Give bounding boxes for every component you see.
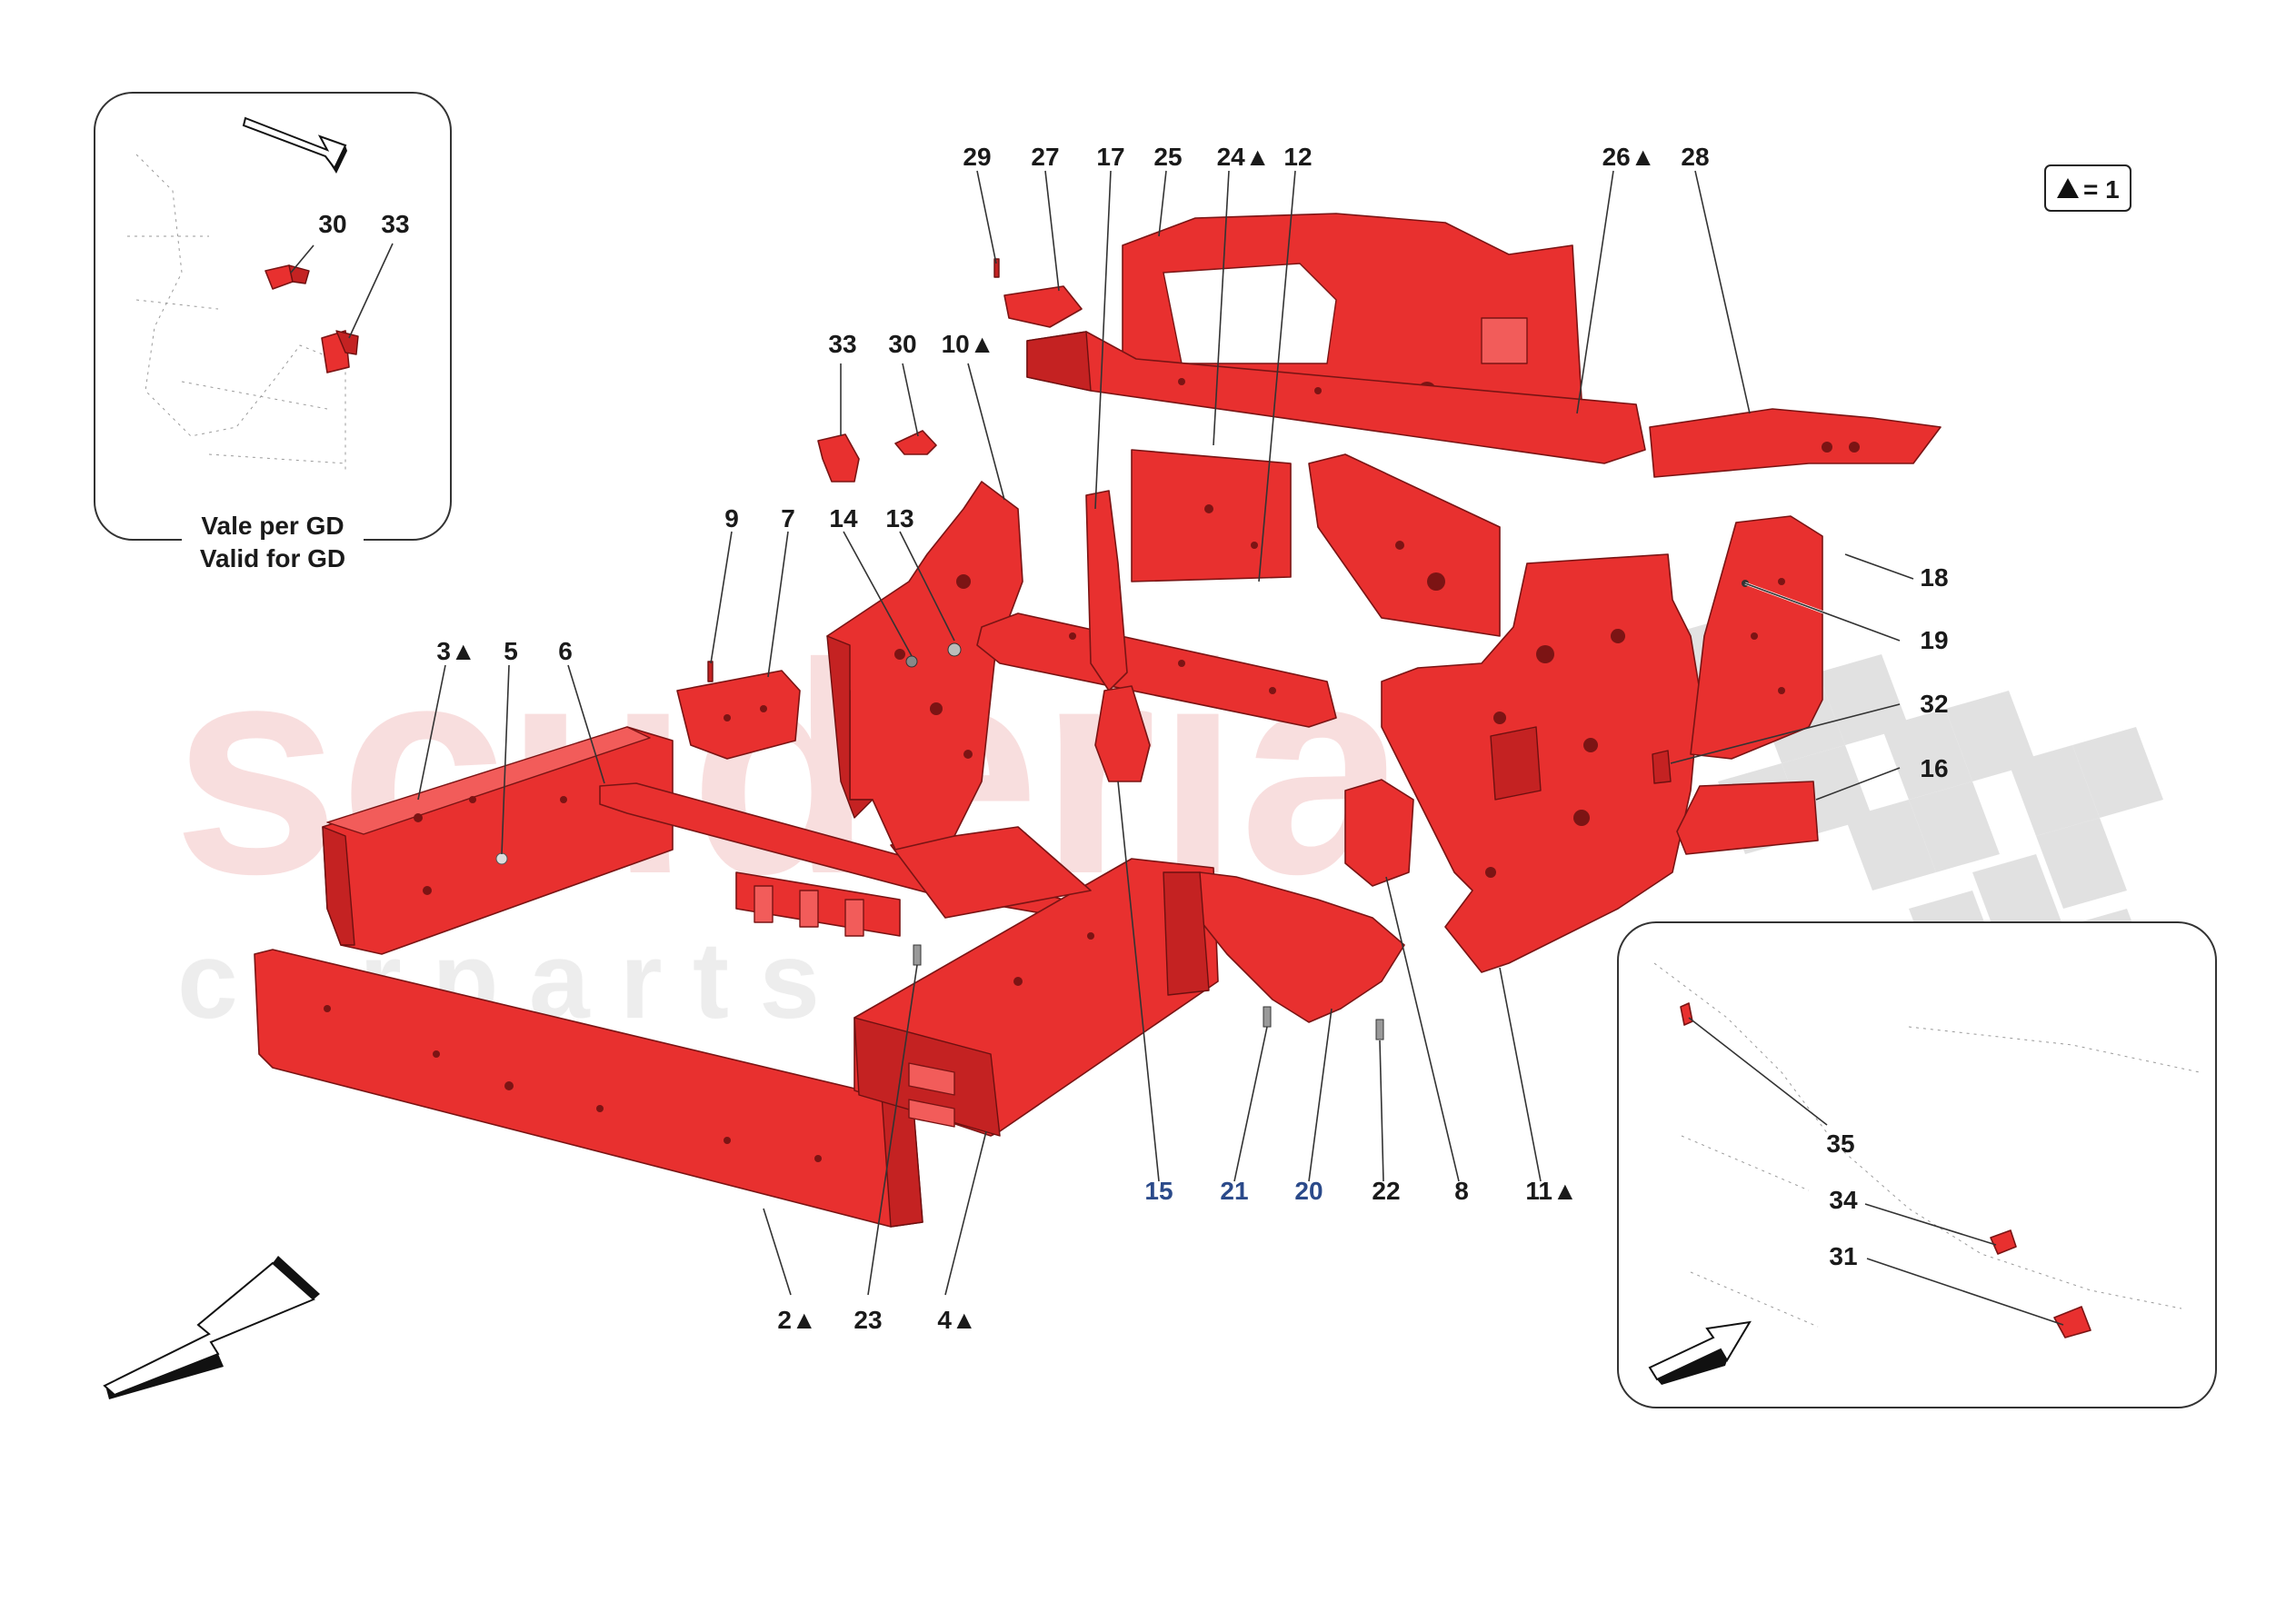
inset-label-35: 35: [1826, 1129, 1854, 1158]
inset-label-31: 31: [1829, 1242, 1857, 1270]
label-21: 21: [1220, 1177, 1248, 1205]
direction-arrow-icon: [103, 1256, 320, 1399]
label-24: 24▲: [1217, 143, 1271, 171]
label-6: 6: [558, 637, 573, 665]
inset-left: Vale per GD Valid for GD 30 33: [94, 92, 452, 572]
label-4: 4▲: [937, 1306, 976, 1334]
part-29-stud: [993, 258, 1000, 278]
label-29: 29: [963, 143, 991, 171]
legend-text: = 1: [2083, 175, 2120, 204]
label-32: 32: [1920, 690, 1948, 718]
label-2: 2▲: [777, 1306, 816, 1334]
triangle-icon: [2057, 178, 2079, 198]
part-24-panel: [1131, 449, 1292, 582]
part-2-bumper-beam: [254, 949, 923, 1228]
label-14: 14: [829, 504, 858, 532]
part-11-shock-tower-right: [1381, 553, 1701, 973]
inset-label-30: 30: [318, 210, 346, 238]
bracket-31: [2053, 1306, 2091, 1338]
label-7: 7: [781, 504, 795, 532]
label-5: 5: [504, 637, 518, 665]
label-18: 18: [1920, 563, 1948, 592]
part-16-panel: [1676, 781, 1819, 855]
label-15: 15: [1144, 1177, 1173, 1205]
part-27-bracket: [1003, 285, 1083, 328]
part-9-bolt: [707, 661, 714, 682]
label-3: 3▲: [436, 637, 475, 665]
part-13-bolt: [947, 642, 962, 657]
inset-label-33: 33: [381, 210, 409, 238]
part-7-bracket: [676, 670, 801, 760]
bracket-33-inset: [321, 330, 359, 373]
label-33: 33: [828, 330, 856, 358]
part-lower-panel: [1308, 453, 1501, 637]
leader-lines: [417, 170, 1914, 1296]
label-28: 28: [1681, 143, 1709, 171]
label-23: 23: [854, 1306, 882, 1334]
part-33-bracket: [817, 433, 860, 483]
part-12-brace: [976, 612, 1337, 728]
label-30: 30: [888, 330, 916, 358]
label-25: 25: [1153, 143, 1182, 171]
label-17: 17: [1096, 143, 1124, 171]
inset-right: 35 34 31: [1617, 921, 2217, 1408]
part-14-bolt: [905, 655, 918, 668]
legend-box: = 1: [2044, 164, 2131, 212]
callout-labels: 29 27 17 25 24▲ 12 26▲ 28 33 30 10▲ 9 7 …: [436, 143, 1948, 1334]
bracket-34: [1990, 1229, 2017, 1255]
part-10-shock-tower-left: [826, 481, 1023, 851]
label-9: 9: [724, 504, 739, 532]
direction-arrow-icon: [242, 116, 347, 174]
label-16: 16: [1920, 754, 1948, 782]
part-30-bracket: [894, 430, 937, 455]
label-12: 12: [1283, 143, 1312, 171]
part-21-fastener: [1263, 1006, 1272, 1028]
label-27: 27: [1031, 143, 1059, 171]
part-8-bracket: [1344, 779, 1414, 887]
inset-caption-en: Valid for GD: [200, 544, 345, 572]
part-4-main-rail: [854, 826, 1219, 1137]
label-20: 20: [1294, 1177, 1323, 1205]
label-26: 26▲: [1602, 143, 1656, 171]
label-11: 11▲: [1525, 1177, 1577, 1205]
part-3-crash-box: [322, 726, 674, 955]
inset-label-34: 34: [1829, 1186, 1858, 1214]
label-10: 10▲: [942, 330, 995, 358]
label-19: 19: [1920, 626, 1948, 654]
direction-arrow-icon: [1648, 1320, 1752, 1385]
inset-caption-it: Vale per GD: [201, 512, 344, 540]
part-15-bracket: [1094, 685, 1151, 782]
part-23-fastener: [913, 944, 922, 966]
part-20-lower-bracket: [1163, 871, 1405, 1023]
label-22: 22: [1372, 1177, 1400, 1205]
part-17-pillar: [1085, 490, 1128, 692]
part-22-fastener: [1375, 1019, 1384, 1040]
label-8: 8: [1454, 1177, 1469, 1205]
part-28-beam: [1649, 408, 1942, 478]
part-32-clip: [1652, 750, 1672, 784]
part-5-bolt: [495, 852, 508, 865]
label-13: 13: [885, 504, 913, 532]
part-18-panel: [1690, 515, 1823, 760]
